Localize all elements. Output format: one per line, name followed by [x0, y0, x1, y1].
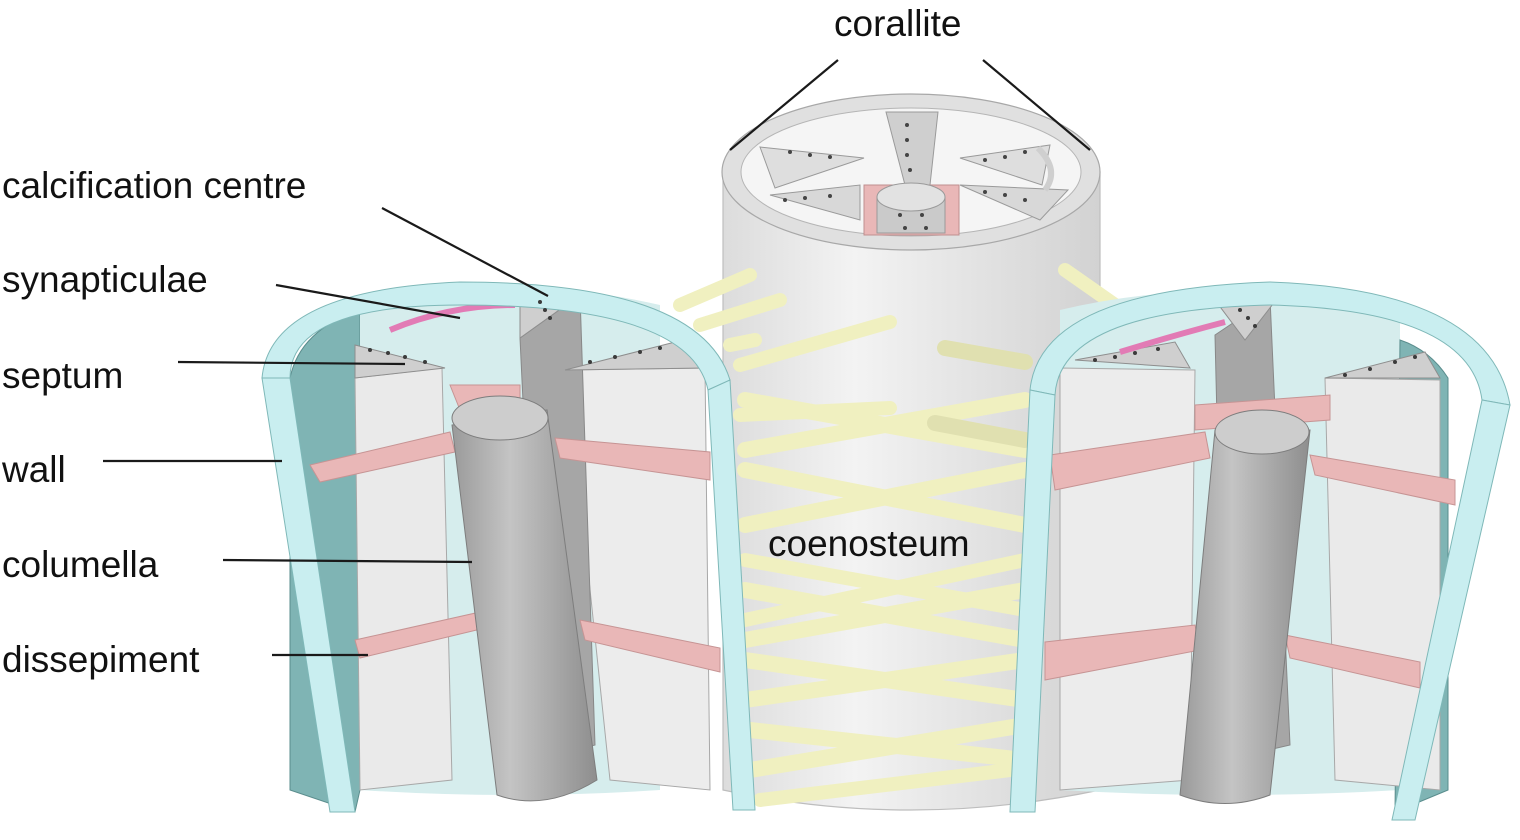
leader-corallite-right	[982, 59, 1091, 151]
label-wall: wall	[1, 449, 66, 490]
coenosteum-rods	[673, 263, 1122, 807]
leader-synapticulae	[275, 283, 461, 320]
label-dissepiment: dissepiment	[2, 639, 200, 680]
label-columella: columella	[2, 544, 159, 585]
leader-lines	[103, 59, 1091, 657]
label-calcification-centre: calcification centre	[2, 165, 306, 206]
label-synapticulae: synapticulae	[2, 259, 208, 300]
right-corallite	[1009, 281, 1511, 821]
leader-columella	[222, 558, 473, 564]
leader-corallite-left	[729, 59, 839, 151]
left-corallite	[261, 281, 756, 813]
leader-calcification-centre	[381, 207, 549, 297]
label-septum: septum	[2, 355, 123, 396]
label-coenosteum: coenosteum	[768, 523, 970, 564]
leader-septum	[177, 360, 406, 366]
label-corallite: corallite	[834, 3, 962, 44]
